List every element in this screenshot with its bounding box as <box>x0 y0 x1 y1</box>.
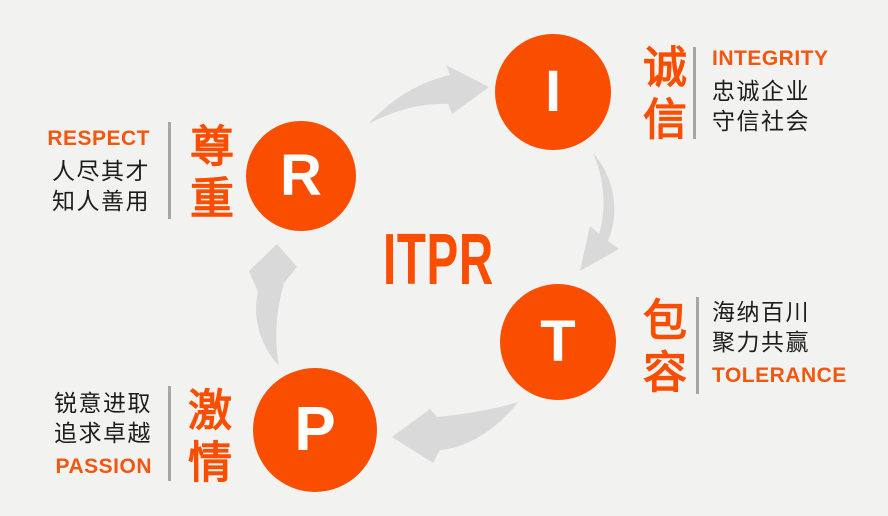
arrow-t-to-p-icon <box>392 402 518 463</box>
arrow-p-to-r-icon <box>249 244 297 366</box>
node-respect-divider <box>168 122 171 219</box>
node-integrity-divider <box>693 47 696 139</box>
node-passion-circle: P <box>253 368 377 492</box>
node-integrity-en-label: INTEGRITY <box>712 47 829 70</box>
node-integrity-text-block: INTEGRITY 忠诚企业 守信社会 <box>712 46 829 137</box>
node-passion-desc-line2: 追求卓越 <box>54 421 152 447</box>
node-passion-desc-line1: 锐意进取 <box>54 391 152 417</box>
node-integrity-desc-line2: 守信社会 <box>712 109 810 135</box>
node-tolerance-divider <box>696 297 699 394</box>
node-tolerance-cn-label: 包容 <box>635 297 686 401</box>
node-respect-circle: R <box>246 121 356 231</box>
node-tolerance-en-label: TOLERANCE <box>712 364 847 387</box>
node-integrity-desc-line1: 忠诚企业 <box>712 79 810 105</box>
node-passion-divider <box>168 386 171 481</box>
node-tolerance-circle: T <box>500 284 616 400</box>
node-passion-text-block: 锐意进取 追求卓越 PASSION <box>18 389 152 480</box>
node-integrity-circle: I <box>495 34 611 150</box>
node-passion-cn-label: 激情 <box>180 387 231 491</box>
node-respect-text-block: RESPECT 人尽其才 知人善用 <box>18 126 150 217</box>
node-integrity-letter: I <box>544 59 562 124</box>
node-tolerance-desc-line1: 海纳百川 <box>712 300 810 326</box>
node-respect-letter: R <box>280 143 322 208</box>
node-respect-cn-label: 尊重 <box>182 123 233 227</box>
node-passion-letter: P <box>294 395 336 464</box>
node-tolerance-desc-line2: 聚力共赢 <box>712 330 810 356</box>
arrow-i-to-t-icon <box>580 153 619 271</box>
node-passion-en-label: PASSION <box>55 455 152 478</box>
node-tolerance-letter: T <box>540 309 576 374</box>
node-respect-en-label: RESPECT <box>47 127 150 150</box>
diagram-title: ITPR <box>383 220 494 300</box>
node-respect-desc-line2: 知人善用 <box>52 189 150 215</box>
node-tolerance-text-block: 海纳百川 聚力共赢 TOLERANCE <box>712 298 847 389</box>
arrow-r-to-i-icon <box>368 65 489 124</box>
node-integrity-cn-label: 诚信 <box>635 44 686 148</box>
node-respect-desc-line1: 人尽其才 <box>52 159 150 185</box>
